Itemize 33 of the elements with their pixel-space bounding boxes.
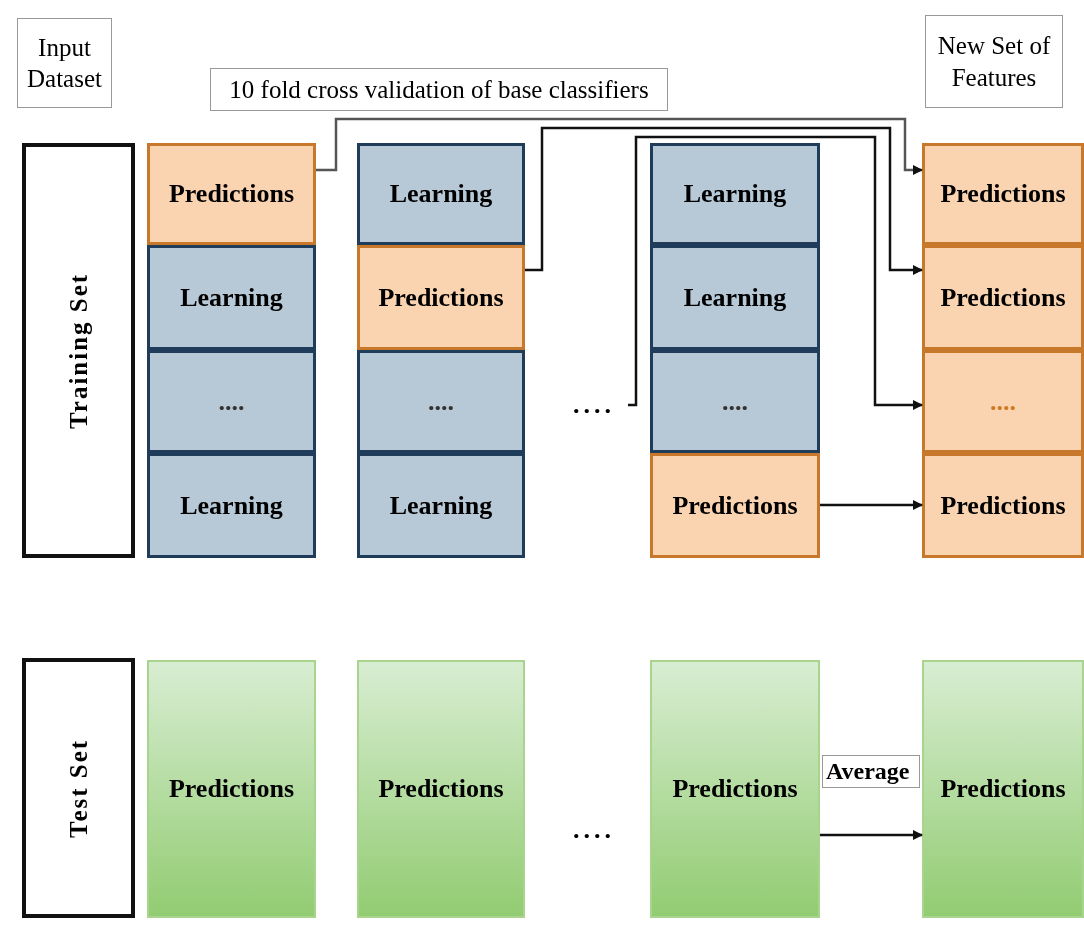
ellipsis: .... <box>560 385 628 425</box>
heading-box: New Set of Features <box>925 15 1063 108</box>
edge-label: Average <box>822 755 920 788</box>
predictions-block: Predictions <box>922 453 1084 558</box>
arrow <box>627 135 923 410</box>
predictions-block: Predictions <box>922 245 1084 350</box>
test-predictions-block: Predictions <box>922 660 1084 918</box>
learning-block: Learning <box>650 245 820 350</box>
predictions-block: Predictions <box>147 143 316 245</box>
test-predictions-block: Predictions <box>650 660 820 918</box>
predictions-block: Predictions <box>922 143 1084 245</box>
predictions-block: Predictions <box>357 245 525 350</box>
row-label-box: Test Set <box>22 658 135 918</box>
arrow <box>820 830 923 840</box>
heading-box: 10 fold cross validation of base classifiers <box>210 68 668 111</box>
test-predictions-block: Predictions <box>147 660 316 918</box>
learning-block: .... <box>357 350 525 453</box>
learning-block: Learning <box>357 143 525 245</box>
predictions-block: .... <box>922 350 1084 453</box>
test-predictions-block: Predictions <box>357 660 525 918</box>
heading-box: Input Dataset <box>17 18 112 108</box>
learning-block: Learning <box>357 453 525 558</box>
learning-block: .... <box>650 350 820 453</box>
arrow <box>525 126 923 275</box>
learning-block: Learning <box>650 143 820 245</box>
row-label-box: Training Set <box>22 143 135 558</box>
arrow <box>820 500 923 510</box>
arrow <box>316 117 923 175</box>
predictions-block: Predictions <box>650 453 820 558</box>
learning-block: .... <box>147 350 316 453</box>
ellipsis: .... <box>560 810 628 850</box>
learning-block: Learning <box>147 453 316 558</box>
learning-block: Learning <box>147 245 316 350</box>
